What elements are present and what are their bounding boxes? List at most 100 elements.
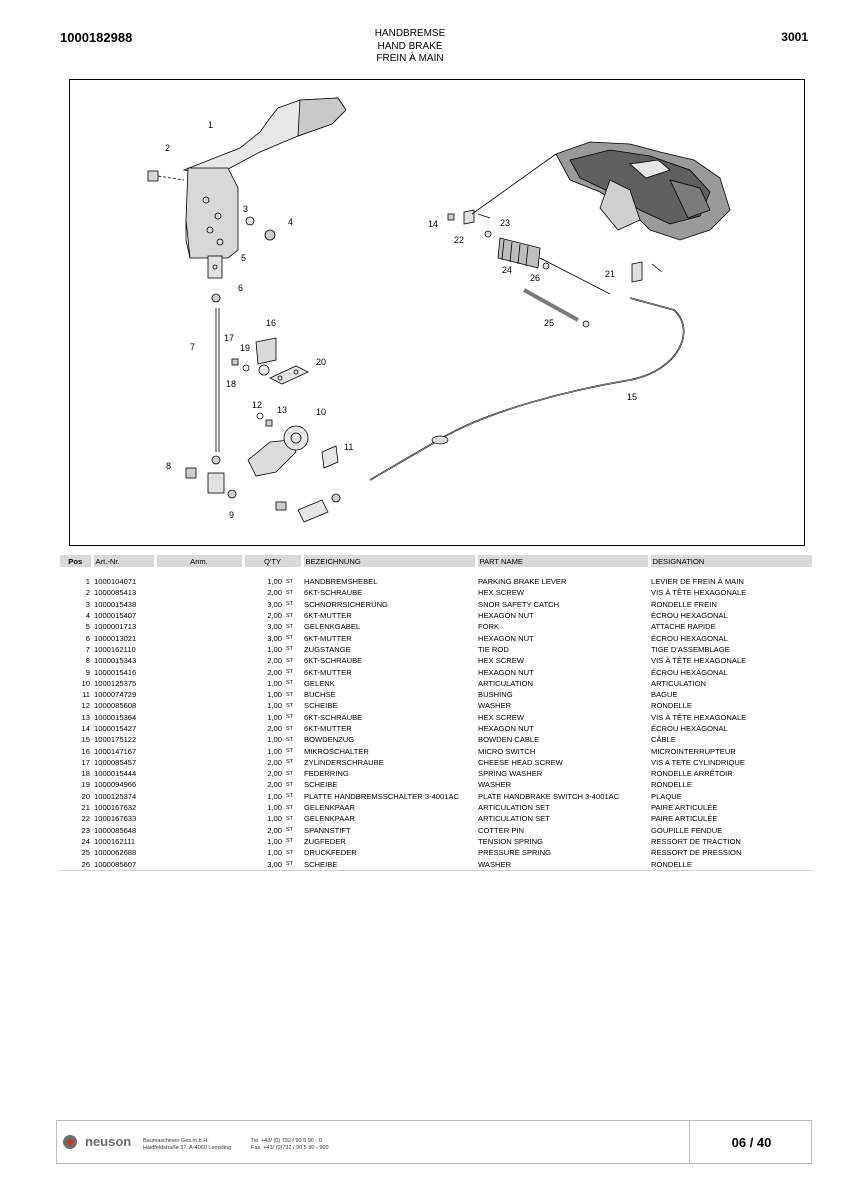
callout-2: 2 [165,143,170,153]
row-part-name: SPRING WASHER [478,769,543,779]
row-part-name: MICRO SWITCH [478,746,536,756]
row-unit: ST [286,646,294,653]
page-current: 06 [731,1135,747,1150]
row-unit: ST [286,793,294,800]
company-tel: Tel. +43/ (0) 732 / 90 5 90 - 0 [251,1138,322,1144]
row-qty: 1,00 [267,644,282,654]
callout-7: 7 [190,342,195,352]
row-bezeichnung: SCHEIBE [304,780,338,790]
row-pos: 9 [85,667,90,677]
exploded-view-svg: 1 2 3 4 5 6 7 8 9 10 11 12 13 14 15 16 1… [147,97,731,523]
row-art-nr: 1000001713 [94,622,137,632]
row-anm [155,666,243,677]
parts-table: Pos Art.-Nr. Anm. Q'TY BEZEICHNUNG PART … [60,555,812,871]
row-anm [155,825,243,836]
row-part-name: HEX SCREW [478,656,524,666]
row-unit: ST [286,725,294,732]
row-designation: RONDELLE [651,780,692,790]
row-designation: RONDELLE [651,701,692,711]
row-designation: VIS À TÊTE HEXAGONALE [651,712,747,722]
row-unit: ST [286,827,294,834]
row-pos: 3 [85,599,90,609]
neuson-logo-icon [63,1135,77,1149]
row-designation: RESSORT DE TRACTION [651,836,741,846]
row-bezeichnung: HANDBREMSHEBEL [304,577,378,587]
row-bezeichnung: 6KT-MUTTER [304,724,352,733]
row-unit: ST [286,669,294,676]
row-art-nr: 1000167632 [94,803,137,813]
callout-13: 13 [277,405,287,415]
row-pos: 7 [85,644,90,654]
callout-1: 1 [208,120,213,130]
row-bezeichnung: GELENKPAAR [304,814,355,824]
column-qty: Q'TY [243,555,304,567]
row-part-name: BUSHING [478,690,513,700]
row-part-name: PLATE HANDBRAKE SWITCH 3-4001AC [478,791,620,801]
row-unit: ST [286,623,294,630]
callout-labels: 1 2 3 4 5 6 7 8 9 10 11 12 13 14 15 16 1… [165,120,637,520]
page-total: 40 [756,1135,772,1150]
row-anm [155,678,243,689]
row-qty: 1,00 [267,690,282,700]
row-anm [155,836,243,847]
row-anm [155,802,243,813]
row-qty: 2,00 [267,588,282,598]
row-qty: 3,00 [267,633,282,643]
row-pos: 18 [81,769,90,779]
parts-table-header: Pos Art.-Nr. Anm. Q'TY BEZEICHNUNG PART … [60,555,812,567]
row-part-name: ARTICULATION SET [478,803,550,813]
company-name: Baumaschinen Ges.m.b.H. [143,1138,209,1144]
row-art-nr: 1000015416 [94,667,137,677]
callout-6: 6 [238,283,243,293]
row-pos: 4 [85,611,90,621]
row-anm [155,858,243,871]
row-qty: 2,00 [267,656,282,666]
row-pos: 26 [60,858,92,871]
row-bezeichnung: 6KT-MUTTER [304,633,352,643]
row-anm [155,757,243,768]
callout-22: 22 [454,235,464,245]
callout-17: 17 [224,333,234,343]
callout-12: 12 [252,400,262,410]
row-unit: ST [284,858,302,871]
row-designation: ATTACHE RAPIDE [651,622,716,632]
company-contact: Tel. +43/ (0) 732 / 90 5 90 - 0 Fax. +43… [251,1138,329,1152]
row-unit: ST [286,612,294,619]
company-address: Baumaschinen Ges.m.b.H. Haidfeldstraße 3… [143,1138,231,1152]
title-english: HAND BRAKE [377,40,443,52]
row-designation: PLAQUE [651,791,682,801]
row-anm [155,745,243,756]
row-qty: 1,00 [267,746,282,756]
row-designation: BAGUE [651,690,678,700]
row-anm [155,587,243,598]
callout-8: 8 [166,461,171,471]
row-part-name: WASHER [478,780,512,790]
row-part-name: FORK [478,622,500,632]
callout-14: 14 [428,219,438,229]
callout-16: 16 [266,318,276,328]
row-anm [155,712,243,723]
column-bezeichnung: BEZEICHNUNG [302,555,478,567]
row-bezeichnung: 6KT-MUTTER [304,667,352,677]
row-qty: 1,00 [267,836,282,846]
row-art-nr: 1000162111 [94,836,136,846]
row-part-name: ARTICULATION [478,678,533,688]
row-part-name: HEX SCREW [478,712,524,722]
row-part-name: COTTER PIN [478,825,524,835]
row-art-nr: 1000162110 [94,644,136,654]
row-anm [155,779,243,790]
row-designation: ÉCROU HEXAGONAL [651,724,728,733]
row-unit: ST [286,601,294,608]
row-designation: RONDELLE [649,858,812,871]
row-pos: 24 [81,836,90,846]
row-unit: ST [286,680,294,687]
row-pos: 21 [81,803,90,813]
row-anm [155,632,243,643]
row-bezeichnung: GELENKGABEL [304,622,361,632]
